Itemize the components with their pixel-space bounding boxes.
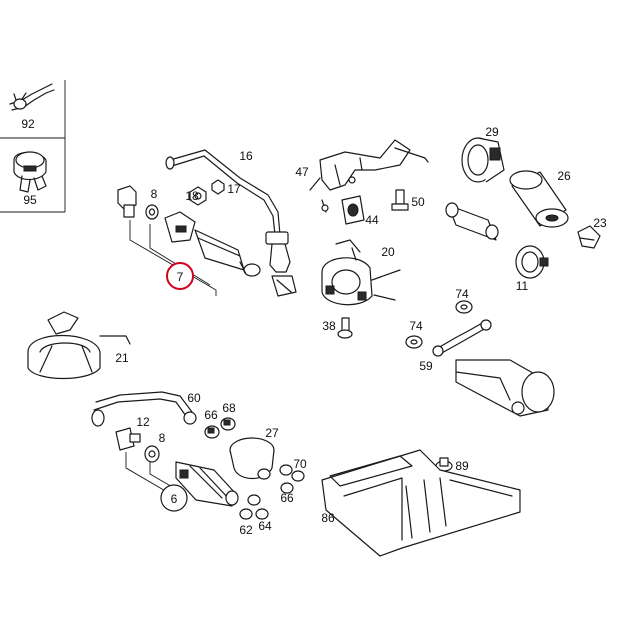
callout-50[interactable]: 50 [411, 195, 425, 209]
callout-26[interactable]: 26 [557, 169, 571, 183]
callout-7-highlight[interactable]: 7 [166, 262, 194, 290]
part-21-holder[interactable] [27, 311, 131, 380]
part-66-clamp-lower[interactable] [247, 494, 261, 506]
callout-labels: 92 95 16 47 29 26 8 18 17 44 50 23 20 11… [21, 117, 607, 537]
callout-27[interactable]: 27 [265, 426, 279, 440]
callout-21[interactable]: 21 [115, 351, 129, 365]
callout-6: 6 [171, 492, 178, 506]
callout-38[interactable]: 38 [322, 319, 336, 333]
callout-89[interactable]: 89 [455, 459, 469, 473]
part-8-washer-lower[interactable] [144, 445, 160, 463]
callout-6-circle[interactable]: 6 [160, 484, 188, 512]
part-27-fuel-filter[interactable] [229, 437, 293, 480]
callout-74-a[interactable]: 74 [455, 287, 469, 301]
callout-17[interactable]: 17 [227, 182, 241, 196]
callout-23[interactable]: 23 [593, 216, 607, 230]
callout-74-b[interactable]: 74 [409, 319, 423, 333]
callout-66-upper[interactable]: 66 [204, 408, 218, 422]
callout-20[interactable]: 20 [381, 245, 395, 259]
callout-16[interactable]: 16 [239, 149, 253, 163]
callout-18[interactable]: 18 [185, 189, 199, 203]
part-7-fuel-pump[interactable] [164, 211, 261, 277]
callout-68[interactable]: 68 [222, 401, 236, 415]
part-66-clamp-right[interactable] [280, 482, 294, 494]
part-12-fitting[interactable] [115, 427, 141, 451]
part-74-washer-a[interactable] [455, 300, 473, 314]
callout-7: 7 [177, 270, 184, 284]
part-23-bolt[interactable] [577, 225, 601, 249]
part-62-clamp[interactable] [239, 508, 253, 520]
part-8-washer-upper[interactable] [117, 185, 159, 220]
callout-11[interactable]: 11 [516, 279, 529, 293]
callout-59[interactable]: 59 [419, 359, 433, 373]
part-59-fuel-pipe[interactable] [432, 319, 492, 357]
callout-29[interactable]: 29 [485, 125, 499, 139]
callout-66-right[interactable]: 66 [280, 491, 294, 505]
part-74-washer-b[interactable] [405, 335, 423, 349]
part-47-bracket[interactable] [309, 139, 429, 213]
part-6-fuel-pump[interactable] [175, 461, 239, 507]
part-44-rubber-damper[interactable] [341, 195, 365, 225]
part-92-cable-tie-icon[interactable] [9, 83, 55, 111]
part-16-fuel-line[interactable] [165, 149, 297, 297]
part-18-nut[interactable] [189, 186, 207, 206]
callout-44[interactable]: 44 [365, 213, 379, 227]
part-60-fuel-hose[interactable] [91, 391, 197, 427]
part-38-bolt[interactable] [337, 317, 353, 339]
callout-47[interactable]: 47 [295, 165, 309, 179]
part-17-nut[interactable] [211, 179, 225, 195]
part-95-hose-clamp-icon[interactable] [13, 151, 47, 193]
callout-95[interactable]: 95 [23, 193, 37, 207]
callout-8-upper[interactable]: 8 [151, 187, 158, 201]
part-66-clamp-upper[interactable] [204, 425, 220, 439]
part-68-clamp[interactable] [220, 417, 236, 431]
callout-92[interactable]: 92 [21, 117, 35, 131]
callout-70[interactable]: 70 [293, 457, 307, 471]
part-50-bolt[interactable] [391, 189, 409, 211]
callout-12[interactable]: 12 [136, 415, 150, 429]
part-70-clamp[interactable] [291, 470, 305, 482]
callout-60[interactable]: 60 [187, 391, 201, 405]
callout-8-lower[interactable]: 8 [159, 431, 166, 445]
part-86-cover-plate[interactable] [321, 449, 521, 557]
callout-64[interactable]: 64 [258, 519, 272, 533]
part-fuel-pump-assembly-lower[interactable] [455, 359, 555, 417]
part-29-pressure-regulator[interactable] [461, 137, 505, 183]
callout-86[interactable]: 86 [321, 511, 335, 525]
side-legend-panel [0, 80, 66, 213]
callout-62[interactable]: 62 [239, 523, 253, 537]
part-11-clamp[interactable] [515, 245, 549, 279]
part-26-fuel-filter[interactable] [509, 170, 569, 228]
part-64-clamp[interactable] [255, 508, 269, 520]
part-20-holder-bracket[interactable] [321, 239, 401, 306]
part-fuel-accumulator[interactable] [445, 202, 499, 241]
